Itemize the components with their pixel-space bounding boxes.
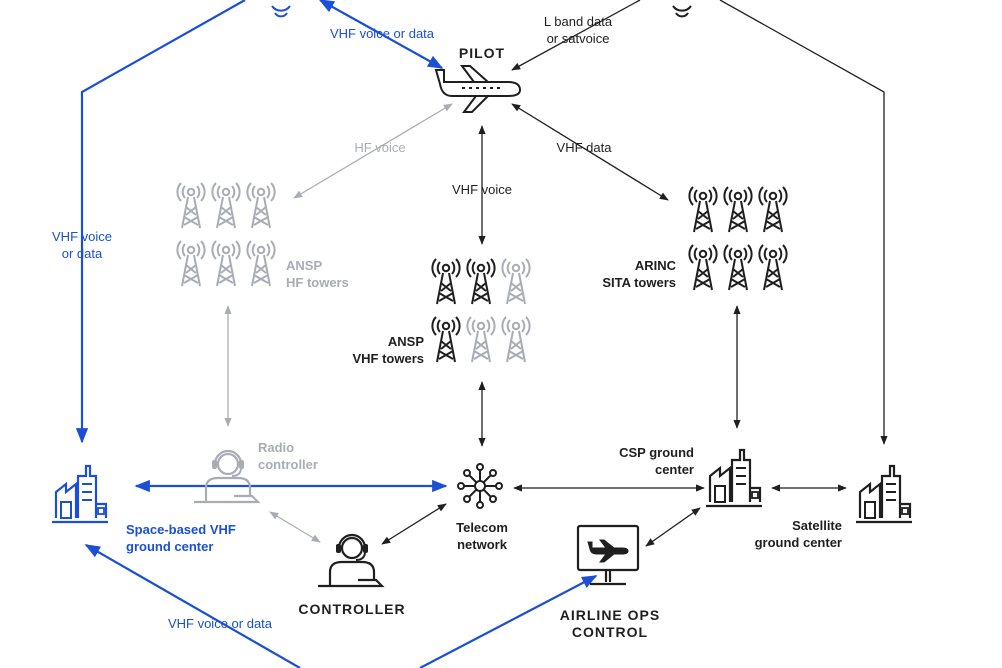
building-icon xyxy=(854,464,914,524)
satellite-center-label: Satellite xyxy=(792,518,842,533)
dark-links xyxy=(381,0,888,547)
tower-icon xyxy=(211,240,241,287)
building-icon xyxy=(50,464,110,524)
tower-icon xyxy=(501,258,531,305)
airplane-icon xyxy=(434,65,522,113)
vhf-voice-or-data-top-label: VHF voice or data xyxy=(330,26,435,41)
headset-person-icon xyxy=(192,449,260,504)
pilot-label: PILOT xyxy=(459,45,505,61)
vhf-voice-or-data-bottom-label: VHF voice or data xyxy=(168,616,273,631)
l-band-label-2: or satvoice xyxy=(547,31,610,46)
arinc-label-2: SITA towers xyxy=(602,275,676,290)
ansp-hf-towers xyxy=(176,182,276,287)
vhf-voice-or-data-left-label: VHF voice xyxy=(52,229,112,244)
telecom-label-2: network xyxy=(457,537,508,552)
airline-ops-label-2: CONTROL xyxy=(572,624,648,640)
ansp-hf-label-2: HF towers xyxy=(286,275,349,290)
tower-icon xyxy=(466,316,496,363)
tower-icon xyxy=(501,316,531,363)
building-icon xyxy=(704,448,764,508)
ansp-vhf-label: ANSP xyxy=(388,334,424,349)
radio-controller-label-2: controller xyxy=(258,457,318,472)
l-band-label: L band data xyxy=(544,14,613,29)
satellite-icon xyxy=(672,5,692,18)
vhf-data-label: VHF data xyxy=(557,140,613,155)
tower-icon xyxy=(431,316,461,363)
tower-icon xyxy=(431,258,461,305)
controller-label: CONTROLLER xyxy=(298,601,405,617)
tower-icon xyxy=(466,258,496,305)
tower-icon xyxy=(688,244,718,291)
satellite-center-label-2: ground center xyxy=(755,535,842,550)
ansp-hf-label: ANSP xyxy=(286,258,322,273)
ansp-vhf-towers xyxy=(431,258,531,363)
tower-icon xyxy=(723,244,753,291)
space-vhf-label: Space-based VHF xyxy=(126,522,236,537)
space-vhf-label-2: ground center xyxy=(126,539,213,554)
telecom-label: Telecom xyxy=(456,520,508,535)
blue-links xyxy=(75,0,598,668)
arinc-sita-towers xyxy=(688,186,788,291)
ansp-vhf-label-2: VHF towers xyxy=(352,351,424,366)
satellite-icon xyxy=(271,5,291,18)
tower-icon xyxy=(246,240,276,287)
tower-icon xyxy=(176,240,206,287)
node-labels: PILOT CONTROLLER AIRLINE OPS CONTROL Tel… xyxy=(126,45,842,640)
vhf-voice-label: VHF voice xyxy=(452,182,512,197)
tower-icon xyxy=(688,186,718,233)
gray-links xyxy=(224,103,453,543)
vhf-voice-or-data-left-label-2: or data xyxy=(62,246,103,261)
headset-person-icon xyxy=(316,533,384,588)
airline-ops-label: AIRLINE OPS xyxy=(560,607,660,623)
arinc-label: ARINC xyxy=(635,258,677,273)
tower-icon xyxy=(723,186,753,233)
csp-label: CSP ground xyxy=(619,445,694,460)
tower-icon xyxy=(211,182,241,229)
network-hub-icon xyxy=(457,463,503,509)
tower-icon xyxy=(176,182,206,229)
csp-label-2: center xyxy=(655,462,694,477)
link-labels: VHF voice or data L band data or satvoic… xyxy=(52,14,613,631)
tower-icon xyxy=(758,244,788,291)
tower-icon xyxy=(246,182,276,229)
tower-icon xyxy=(758,186,788,233)
radio-controller-label: Radio xyxy=(258,440,294,455)
monitor-plane-icon xyxy=(576,524,640,586)
hf-voice-label: HF voice xyxy=(354,140,405,155)
